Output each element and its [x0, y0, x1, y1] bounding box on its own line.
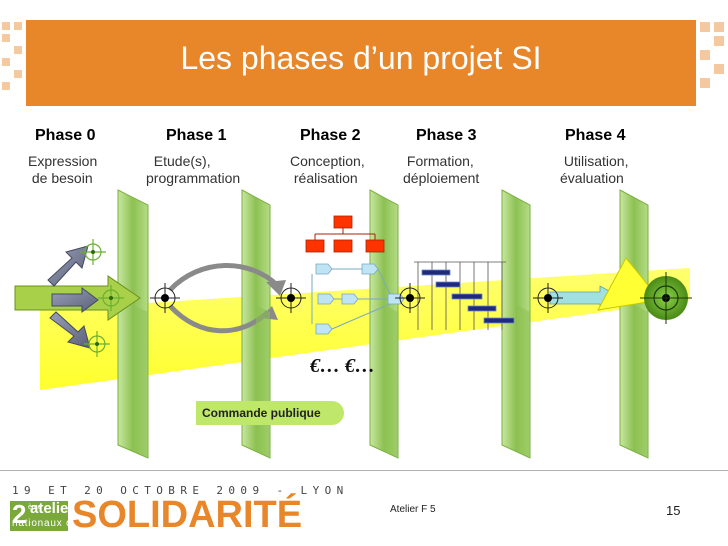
curved-arrow-head-1 — [266, 280, 286, 296]
commande-publique-label: Commande publique — [196, 401, 344, 425]
arrow-down — [49, 311, 91, 349]
phase-4-name: Phase 4 — [565, 127, 626, 144]
logo-solidarite: SOLIDARITÉ — [72, 494, 303, 536]
phase-0-name: Phase 0 — [35, 127, 96, 144]
corner-decoration-left — [0, 20, 26, 106]
footer-date: 19 ET 20 OCTOBRE 2009 - LYON — [12, 484, 349, 497]
logo-nationaux: nationaux de la — [12, 518, 92, 529]
phase-4-desc: Utilisation, évaluation — [560, 153, 629, 186]
gantt-bars — [421, 269, 515, 324]
phase-2-desc: Conception, réalisation — [290, 153, 365, 186]
logo-number: 2 — [12, 499, 27, 529]
phase-1-name: Phase 1 — [166, 127, 227, 144]
footer-divider — [0, 470, 728, 471]
phase-0-desc: Expression de besoin — [28, 153, 98, 186]
cost-label: €… €… — [310, 355, 375, 377]
phase-3-desc: Formation, déploiement — [403, 153, 480, 186]
arrow-mid — [51, 287, 99, 313]
arrow-up — [47, 245, 89, 287]
gray-arrows — [47, 245, 99, 349]
corner-decoration-right — [696, 20, 728, 106]
phase-1-desc: Etude(s), programmation — [146, 153, 241, 186]
logo-superscript: ème — [28, 504, 42, 511]
slide-title: Les phases d’un projet SI — [180, 40, 542, 76]
org-chart — [305, 215, 385, 253]
phase-2-name: Phase 2 — [300, 127, 361, 144]
target-icon — [640, 272, 692, 324]
logo-ateliers: ateliers — [30, 500, 83, 517]
phase-3-name: Phase 3 — [416, 127, 477, 144]
page-number: 15 — [666, 503, 681, 518]
logo-badge — [10, 501, 68, 531]
atelier-label: Atelier F 5 — [390, 504, 436, 515]
title-bar — [26, 20, 696, 106]
